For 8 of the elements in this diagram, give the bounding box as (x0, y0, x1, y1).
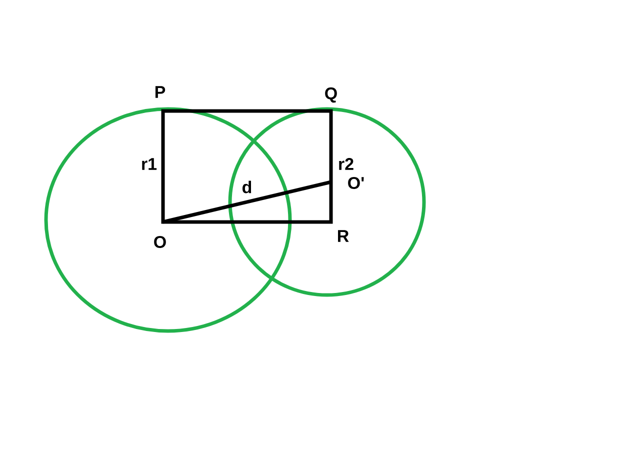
point-label: P (155, 86, 166, 98)
point-label: R (338, 230, 349, 242)
length-label: r2 (339, 158, 354, 170)
point-label: Q (325, 87, 337, 103)
length-label: r1 (142, 158, 157, 170)
point-label: O (154, 236, 166, 248)
length-label: d (242, 180, 252, 194)
point-label: O' (348, 176, 364, 190)
